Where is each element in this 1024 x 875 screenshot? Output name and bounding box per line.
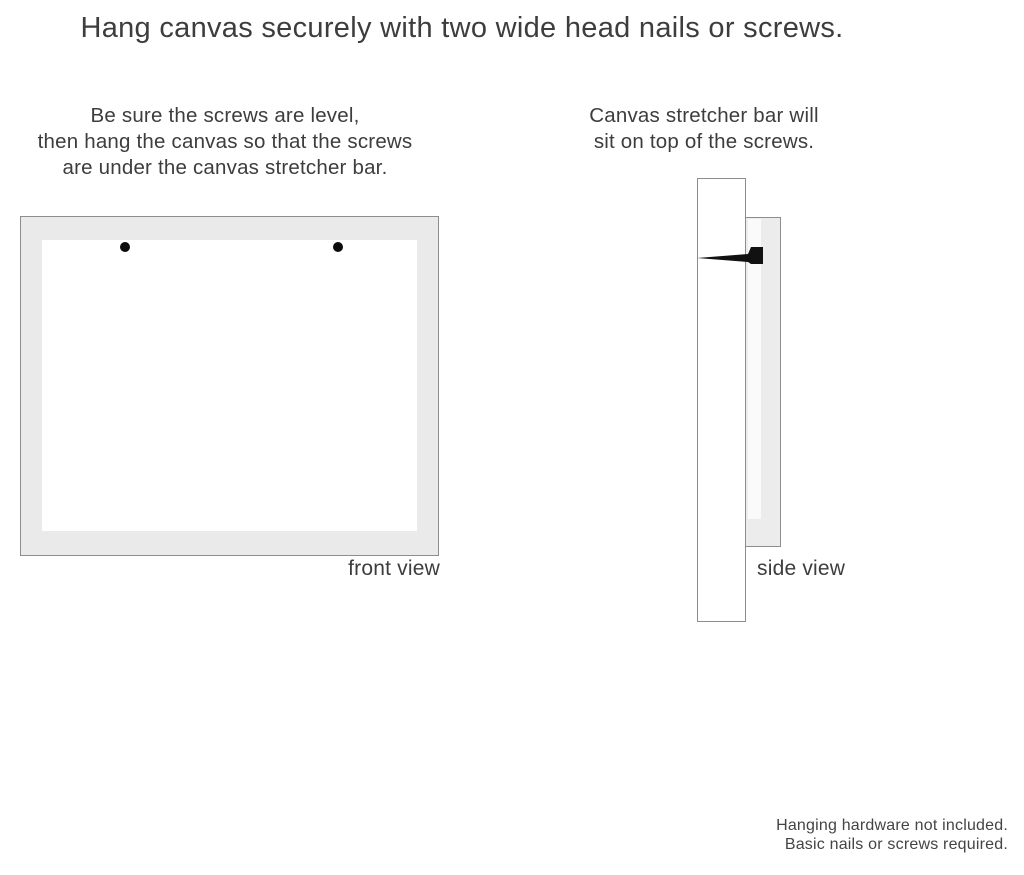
instruction-left-line: then hang the canvas so that the screws <box>37 130 413 153</box>
side-view-label: side view <box>757 557 846 580</box>
instruction-left-line: Be sure the screws are level, <box>90 104 360 127</box>
instruction-left-line: are under the canvas stretcher bar. <box>62 156 388 179</box>
instruction-right-line: sit on top of the screws. <box>593 130 815 153</box>
screw-head-icon <box>120 242 130 252</box>
hardware-note-line: Hanging hardware not included. <box>776 817 1008 834</box>
page-title: Hang canvas securely with two wide head … <box>80 12 844 44</box>
screw-head-icon <box>333 242 343 252</box>
nail-icon <box>697 247 763 264</box>
nail-shape <box>697 247 763 264</box>
instruction-right-line: Canvas stretcher bar will <box>589 104 819 127</box>
hardware-note-line: Basic nails or screws required. <box>784 836 1008 853</box>
side-view-canvas-panel <box>745 217 781 547</box>
front-view-canvas-frame <box>20 216 439 556</box>
instruction-right: Canvas stretcher bar will sit on top of … <box>554 103 854 155</box>
instruction-left: Be sure the screws are level, then hang … <box>25 103 425 181</box>
side-view-canvas-inner <box>748 219 761 519</box>
front-view-label: front view <box>348 557 440 580</box>
front-view-canvas-inner <box>42 240 417 531</box>
hardware-note: Hanging hardware not included. Basic nai… <box>700 816 1008 854</box>
side-view-stretcher-bar <box>697 178 746 622</box>
